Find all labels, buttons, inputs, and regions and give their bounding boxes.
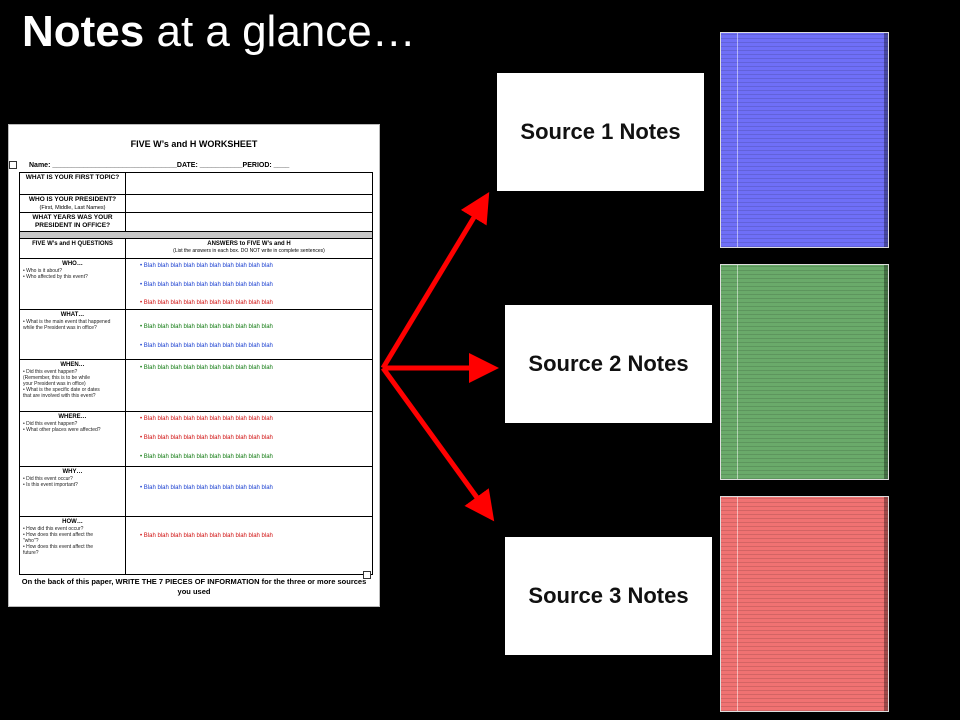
arrow-to-source-3 [380,366,495,522]
worksheet-row-years: WHAT YEARS WAS YOUR PRESIDENT IN OFFICE? [20,213,372,232]
answer-line: • Blah blah blah blah blah blah blah bla… [140,533,273,539]
worksheet-divider-bar [20,232,372,239]
worksheet-footer: On the back of this paper, WRITE THE 7 P… [21,577,367,596]
answer-line: • Blah blah blah blah blah blah blah bla… [140,324,273,330]
worksheet-row-topic: WHAT IS YOUR FIRST TOPIC? [20,173,372,195]
worksheet-section-what: WHAT…• What is the main event that happe… [20,310,372,360]
answer-line: • Blah blah blah blah blah blah blah bla… [140,435,273,441]
answer-line: • Blah blah blah blah blah blah blah bla… [140,454,273,460]
worksheet-title: FIVE W’s and H WORKSHEET [130,139,258,149]
notebook-paper-blue [720,32,889,248]
worksheet-section-why: WHY…• Did this event occur? • Is this ev… [20,467,372,517]
section-question-cell: WHO…• Who is it about? • Who affected by… [20,259,126,309]
section-question-cell: WHY…• Did this event occur? • Is this ev… [20,467,126,516]
answer-line: • Blah blah blah blah blah blah blah bla… [140,300,273,306]
answer-line: • Blah blah blah blah blah blah blah bla… [140,365,273,371]
move-handle-icon[interactable] [9,161,17,169]
worksheet-row-label: WHAT IS YOUR FIRST TOPIC? [20,173,126,194]
worksheet-section-how: HOW…• How did this event occur? • How do… [20,517,372,574]
source-2-notes-box: Source 2 Notes [505,305,712,423]
column-header-answers: ANSWERS to FIVE W’s and H(List the answe… [173,241,325,254]
section-question-cell: HOW…• How did this event occur? • How do… [20,517,126,574]
slide-title: Notes at a glance… [22,4,416,60]
answer-line: • Blah blah blah blah blah blah blah bla… [140,343,273,349]
worksheet-column-headers: FIVE W’s and H QUESTIONS ANSWERS to FIVE… [20,239,372,259]
worksheet: FIVE W’s and H WORKSHEET Name: _________… [8,124,380,607]
worksheet-row-label: WHO IS YOUR PRESIDENT?(First, Middle, La… [20,195,126,212]
worksheet-row-president: WHO IS YOUR PRESIDENT?(First, Middle, La… [20,195,372,213]
source-1-notes-box: Source 1 Notes [497,73,704,191]
worksheet-grid: WHAT IS YOUR FIRST TOPIC? WHO IS YOUR PR… [19,172,373,575]
section-question-cell: WHEN…• Did this event happen? (Remember,… [20,360,126,411]
title-bold: Notes [22,7,145,56]
notebook-paper-red [720,496,889,712]
arrow-to-source-1 [380,192,490,370]
source-3-notes-box: Source 3 Notes [505,537,712,655]
answer-line: • Blah blah blah blah blah blah blah bla… [140,282,273,288]
worksheet-name-line: Name: ________________________________DA… [29,162,290,169]
title-rest: at a glance… [144,7,416,56]
section-question-cell: WHERE…• Did this event happen? • What ot… [20,412,126,466]
section-question-cell: WHAT…• What is the main event that happe… [20,310,126,359]
answer-line: • Blah blah blah blah blah blah blah bla… [140,485,273,491]
answer-line: • Blah blah blah blah blah blah blah bla… [140,416,273,422]
resize-handle-icon[interactable] [363,571,371,579]
answer-line: • Blah blah blah blah blah blah blah bla… [140,263,273,269]
worksheet-section-where: WHERE…• Did this event happen? • What ot… [20,412,372,467]
worksheet-row-label: WHAT YEARS WAS YOUR PRESIDENT IN OFFICE? [20,213,126,231]
column-header-questions: FIVE W’s and H QUESTIONS [20,239,126,258]
worksheet-section-who: WHO…• Who is it about? • Who affected by… [20,259,372,310]
notebook-paper-green [720,264,889,480]
worksheet-section-when: WHEN…• Did this event happen? (Remember,… [20,360,372,412]
